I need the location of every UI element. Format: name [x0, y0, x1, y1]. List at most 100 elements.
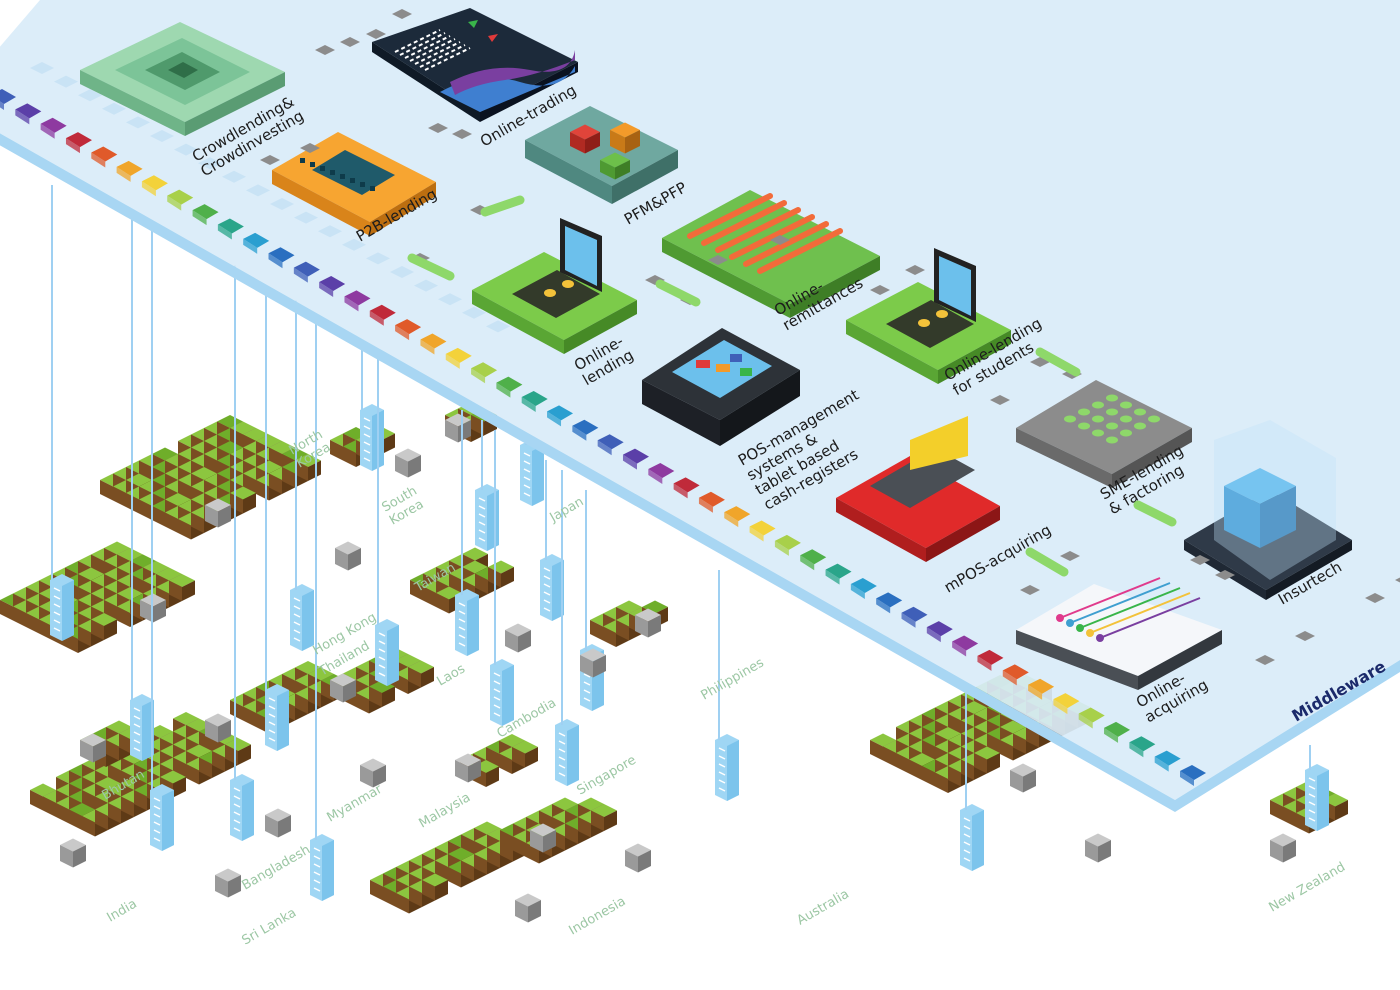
house-cube	[1085, 833, 1111, 863]
grass-tile	[230, 486, 256, 514]
faint-block	[342, 238, 366, 251]
house-cube	[455, 753, 481, 783]
strip-block	[344, 290, 371, 312]
house-cube	[530, 823, 556, 853]
connector-pad	[428, 123, 448, 133]
module-online-lending-students	[846, 248, 1011, 384]
faint-block	[486, 320, 510, 333]
strip-block	[977, 649, 1004, 671]
connector-pad	[708, 255, 728, 265]
module-crowdlending	[80, 22, 285, 136]
strip-block	[724, 506, 751, 528]
module-online-acquiring	[1016, 577, 1222, 690]
house-cube	[360, 758, 386, 788]
faint-block	[294, 211, 318, 224]
strip-block	[1028, 678, 1055, 700]
country-label-australia: Australia	[795, 887, 852, 929]
house-block	[530, 823, 556, 853]
country-label-south-korea: SouthKorea	[380, 484, 428, 529]
connector-pad	[452, 129, 472, 139]
strip-block	[901, 606, 928, 628]
strip-block	[850, 578, 877, 600]
building-tower	[150, 784, 174, 851]
house-block	[625, 843, 651, 873]
country-label-sri-lanka: Sri Lanka	[240, 905, 300, 948]
orange-block	[610, 122, 640, 154]
building-tower	[265, 684, 289, 751]
strip-block	[217, 218, 244, 240]
house-cube	[215, 868, 241, 898]
strip-block	[1078, 707, 1105, 729]
house-cube	[60, 838, 86, 868]
faint-block	[462, 306, 486, 319]
grass-tile	[591, 804, 617, 831]
country-label-laos: Laos	[435, 661, 469, 689]
house-block	[635, 608, 661, 638]
strip-block	[319, 275, 346, 297]
strip-block	[192, 204, 219, 226]
faint-block	[318, 225, 342, 238]
building-tower	[360, 404, 384, 471]
connector-pad	[315, 45, 335, 55]
green-block	[600, 152, 630, 180]
house-cube	[1270, 833, 1296, 863]
country-label-new-zealand: New Zealand	[1267, 860, 1348, 916]
house-block	[335, 541, 361, 571]
strip-block	[622, 448, 649, 470]
faint-block	[438, 293, 462, 306]
house-cube	[265, 808, 291, 838]
strip-block	[952, 635, 979, 657]
strip-block	[420, 333, 447, 355]
module-online-lending	[472, 218, 637, 354]
strip-block	[141, 175, 168, 197]
faint-block	[414, 279, 438, 292]
country-label-myanmar: Myanmar	[325, 782, 386, 826]
faint-block	[54, 75, 78, 88]
house-block	[205, 498, 231, 528]
house-cube	[395, 448, 421, 478]
connector-pad	[905, 265, 925, 275]
house-cube	[505, 623, 531, 653]
connector-pad	[300, 143, 320, 153]
connector-pad	[340, 37, 360, 47]
faint-block	[222, 170, 246, 183]
country-label-india: India	[105, 897, 140, 926]
grass-tile	[295, 454, 321, 481]
connector-tube	[1025, 547, 1069, 577]
connector-pad	[366, 29, 386, 39]
house-block	[455, 753, 481, 783]
connector-pad	[1215, 570, 1235, 580]
country-label-bangladesh: Bangladesh	[240, 842, 314, 893]
strip-block	[774, 534, 801, 556]
module-pos-management	[642, 328, 800, 446]
connector-tube	[655, 279, 701, 307]
faint-block	[270, 198, 294, 210]
strip-block	[876, 592, 903, 614]
country-label-japan: Japan	[547, 494, 587, 526]
strip-block	[572, 419, 599, 441]
faint-block	[198, 157, 222, 170]
house-cube	[80, 733, 106, 763]
building-tower	[230, 774, 254, 841]
house-block	[1270, 833, 1296, 863]
module-insurtech	[1184, 420, 1352, 600]
connector-tube	[407, 253, 455, 281]
house-block	[395, 448, 421, 478]
building-tower	[130, 694, 154, 761]
red-block	[570, 124, 600, 154]
blue-cube	[1224, 468, 1296, 548]
connector-tube	[480, 195, 525, 217]
module-pfm-pfp	[525, 106, 678, 204]
country-label-philippines: Philippines	[699, 655, 767, 703]
strip-block	[369, 304, 396, 326]
strip-block	[547, 405, 574, 427]
house-block	[360, 758, 386, 788]
strip-block	[749, 520, 776, 542]
connector-pad	[1255, 655, 1275, 665]
house-cube	[330, 673, 356, 703]
module-mpos-acquiring	[836, 416, 1000, 562]
building-tower	[555, 719, 579, 786]
connector-pad	[1295, 631, 1315, 641]
house-cube	[205, 498, 231, 528]
island	[0, 541, 195, 653]
